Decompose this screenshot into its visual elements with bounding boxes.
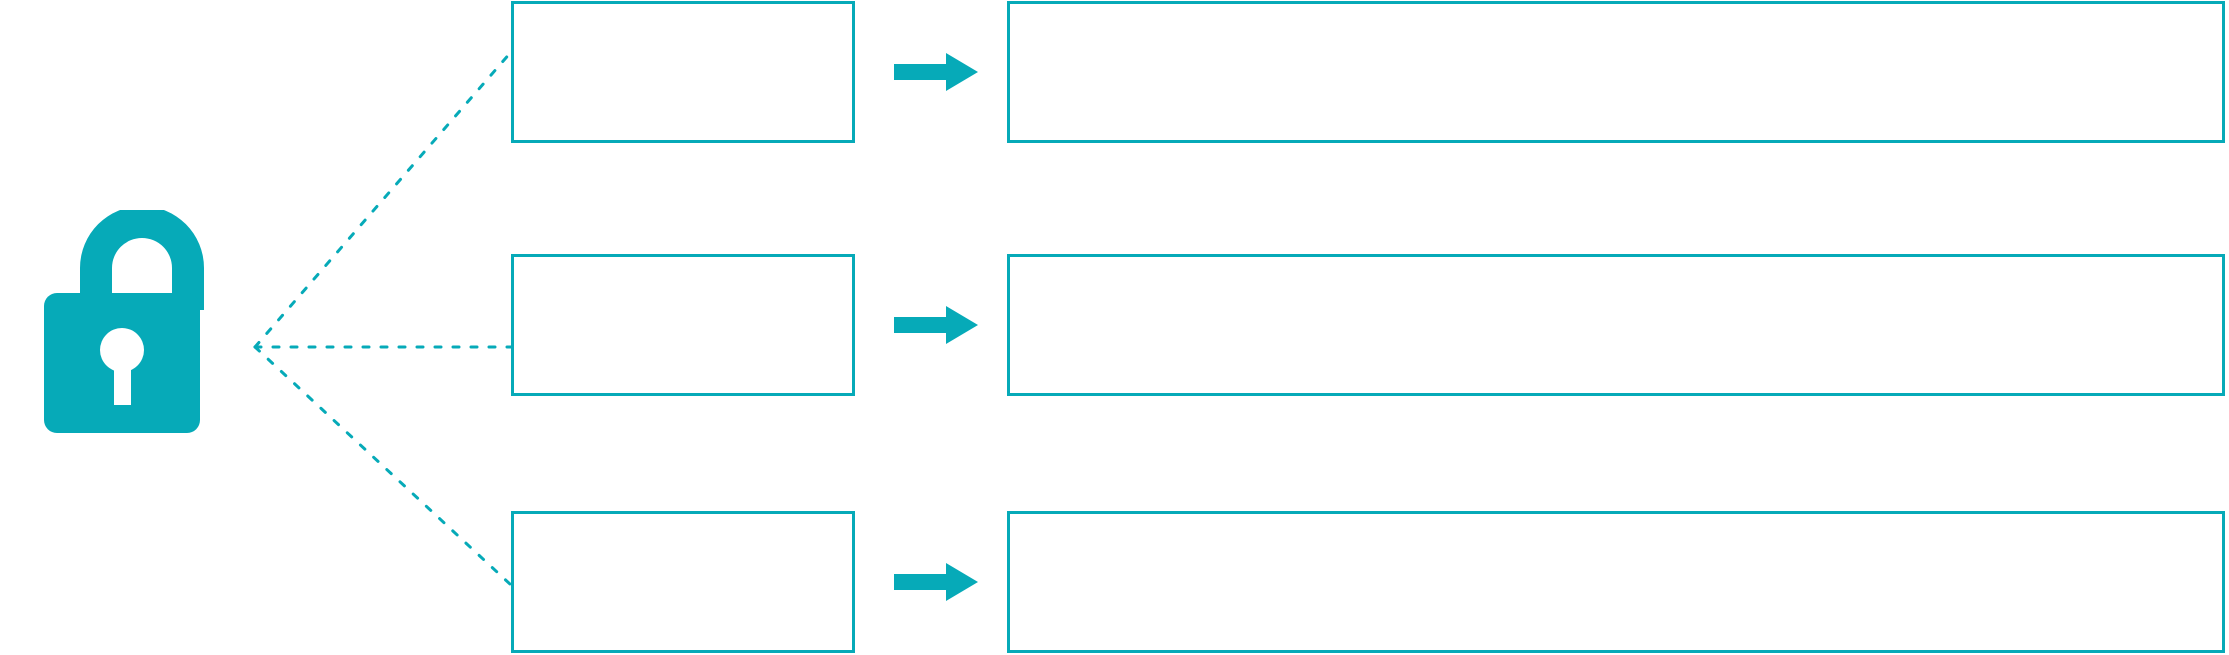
arrow-right-icon-1 bbox=[894, 53, 978, 91]
right-box-2[interactable] bbox=[1007, 254, 2225, 396]
left-box-2[interactable] bbox=[511, 254, 855, 396]
left-box-1-label bbox=[514, 4, 852, 32]
right-box-1-label bbox=[1010, 4, 2222, 32]
left-box-2-label bbox=[514, 257, 852, 285]
left-box-3[interactable] bbox=[511, 511, 855, 653]
right-box-2-label bbox=[1010, 257, 2222, 285]
diagram-row-1 bbox=[0, 1, 2229, 143]
diagram-row-3 bbox=[0, 511, 2229, 653]
right-box-3-label bbox=[1010, 514, 2222, 542]
left-box-3-label bbox=[514, 514, 852, 542]
right-box-1[interactable] bbox=[1007, 1, 2225, 143]
diagram-row-2 bbox=[0, 254, 2229, 396]
left-box-1[interactable] bbox=[511, 1, 855, 143]
arrow-right-icon-3 bbox=[894, 563, 978, 601]
arrow-right-icon-2 bbox=[894, 306, 978, 344]
padlock-icon bbox=[20, 210, 210, 445]
right-box-3[interactable] bbox=[1007, 511, 2225, 653]
